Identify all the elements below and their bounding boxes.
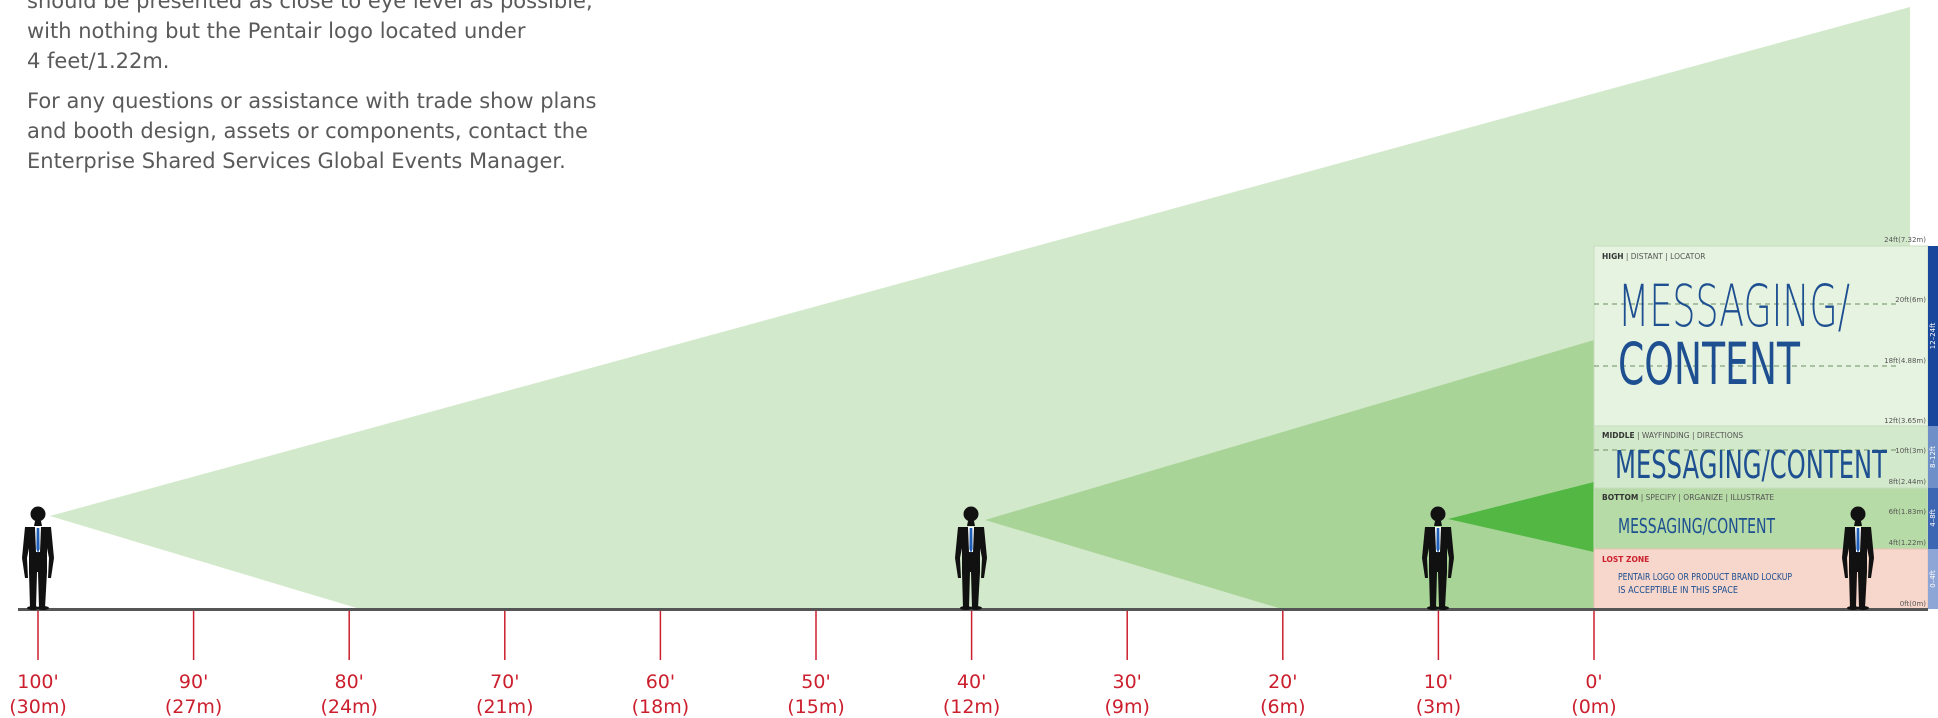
high-zone-title: HIGH: [1602, 252, 1624, 261]
distance-label-feet: 100': [17, 671, 59, 693]
band-label: 0–4ft: [1929, 570, 1937, 588]
distance-label-meters: (9m): [1104, 696, 1149, 718]
distance-label-feet: 0': [1585, 671, 1602, 693]
bottom-zone-content: MESSAGING/CONTENT: [1618, 514, 1776, 538]
distance-label-feet: 10': [1424, 671, 1453, 693]
distance-label-meters: (27m): [165, 696, 223, 718]
band-middle: [1928, 426, 1938, 488]
distance-label-feet: 20': [1268, 671, 1297, 693]
high-zone-subtitle: | DISTANT | LOCATOR: [1624, 252, 1706, 261]
intro-line: and booth design, assets or components, …: [27, 119, 588, 143]
distance-label-feet: 70': [490, 671, 519, 693]
height-label-20ft: 20ft(6m): [1895, 296, 1926, 304]
middle-zone-title: MIDDLE: [1602, 431, 1635, 440]
intro-line: with nothing but the Pentair logo locate…: [27, 19, 526, 43]
height-label-12ft: 12ft(3.65m): [1884, 417, 1926, 425]
middle-zone-content: MESSAGING/CONTENT: [1615, 443, 1887, 487]
distance-axis: 100' (30m) 90' (27m) 80' (24m) 70' (21m) 60' (18m…: [9, 611, 1617, 718]
lost-zone-title: LOST ZONE: [1602, 555, 1649, 564]
height-label-10ft: 10ft(3m): [1895, 447, 1926, 455]
person-tie: [1436, 528, 1440, 553]
intro-line: For any questions or assistance with tra…: [27, 89, 597, 113]
distance-label-meters: (3m): [1416, 696, 1461, 718]
band-label: 4–8ft: [1929, 509, 1937, 527]
person-tie: [1856, 528, 1860, 553]
distance-label-meters: (30m): [9, 696, 67, 718]
intro-line: 4 feet/1.22m.: [27, 49, 170, 73]
intro-line: Enterprise Shared Services Global Events…: [27, 149, 566, 173]
height-label-18ft: 18ft(4.88m): [1884, 357, 1926, 365]
distance-label-meters: (15m): [787, 696, 845, 718]
bottom-zone-label: BOTTOM | SPECIFY | ORGANIZE | ILLUSTRATE: [1602, 493, 1774, 502]
high-zone-content-line2: CONTENT: [1618, 330, 1800, 398]
bottom-zone-title: BOTTOM: [1602, 493, 1638, 502]
person-silhouette: [22, 506, 54, 610]
intro-paragraph-2: For any questions or assistance with tra…: [27, 86, 617, 176]
bottom-zone-subtitle: | SPECIFY | ORGANIZE | ILLUSTRATE: [1638, 493, 1774, 502]
distance-label-feet: 80': [334, 671, 363, 693]
height-label-6ft: 6ft(1.83m): [1889, 508, 1927, 516]
distance-label-meters: (18m): [632, 696, 690, 718]
band-label: 12–24ft: [1929, 323, 1937, 350]
intro-paragraph-1: should be presented as close to eye leve…: [27, 0, 617, 76]
band-bottom: [1928, 488, 1938, 549]
high-zone-content-line1: MESSAGING/: [1618, 272, 1850, 340]
bottom-zone: [1593, 487, 1929, 550]
middle-zone-label: MIDDLE | WAYFINDING | DIRECTIONS: [1602, 431, 1743, 440]
distance-label-feet: 40': [957, 671, 986, 693]
lost-zone-line1: PENTAIR LOGO OR PRODUCT BRAND LOCKUP: [1618, 572, 1792, 583]
height-label-4ft: 4ft(1.22m): [1889, 539, 1927, 547]
height-label-0ft: 0ft(0m): [1900, 600, 1927, 608]
sight-cone-10ft: [1448, 482, 1594, 552]
people: [22, 506, 1874, 610]
distance-label-meters: (6m): [1260, 696, 1305, 718]
band-high: [1928, 246, 1938, 426]
band-label: 8–12ft: [1929, 446, 1937, 468]
height-label-8ft: 8ft(2.44m): [1889, 478, 1927, 486]
person-tie: [36, 528, 40, 553]
distance-label-meters: (21m): [476, 696, 534, 718]
distance-label-feet: 90': [179, 671, 208, 693]
distance-label-meters: (12m): [943, 696, 1001, 718]
person-tie: [969, 528, 973, 553]
intro-text: should be presented as close to eye leve…: [27, 0, 617, 186]
middle-zone-subtitle: | WAYFINDING | DIRECTIONS: [1635, 431, 1744, 440]
band-lost: [1928, 549, 1938, 609]
distance-label-feet: 50': [801, 671, 830, 693]
high-zone-label: HIGH | DISTANT | LOCATOR: [1602, 252, 1705, 261]
distance-label-feet: 30': [1112, 671, 1141, 693]
height-label-24ft: 24ft(7.32m): [1884, 236, 1926, 244]
intro-line: should be presented as close to eye leve…: [27, 0, 593, 13]
distance-label-meters: (0m): [1571, 696, 1616, 718]
distance-label-feet: 60': [646, 671, 675, 693]
distance-label-meters: (24m): [320, 696, 378, 718]
lost-zone-line2: IS ACCEPTIBLE IN THIS SPACE: [1618, 585, 1738, 596]
